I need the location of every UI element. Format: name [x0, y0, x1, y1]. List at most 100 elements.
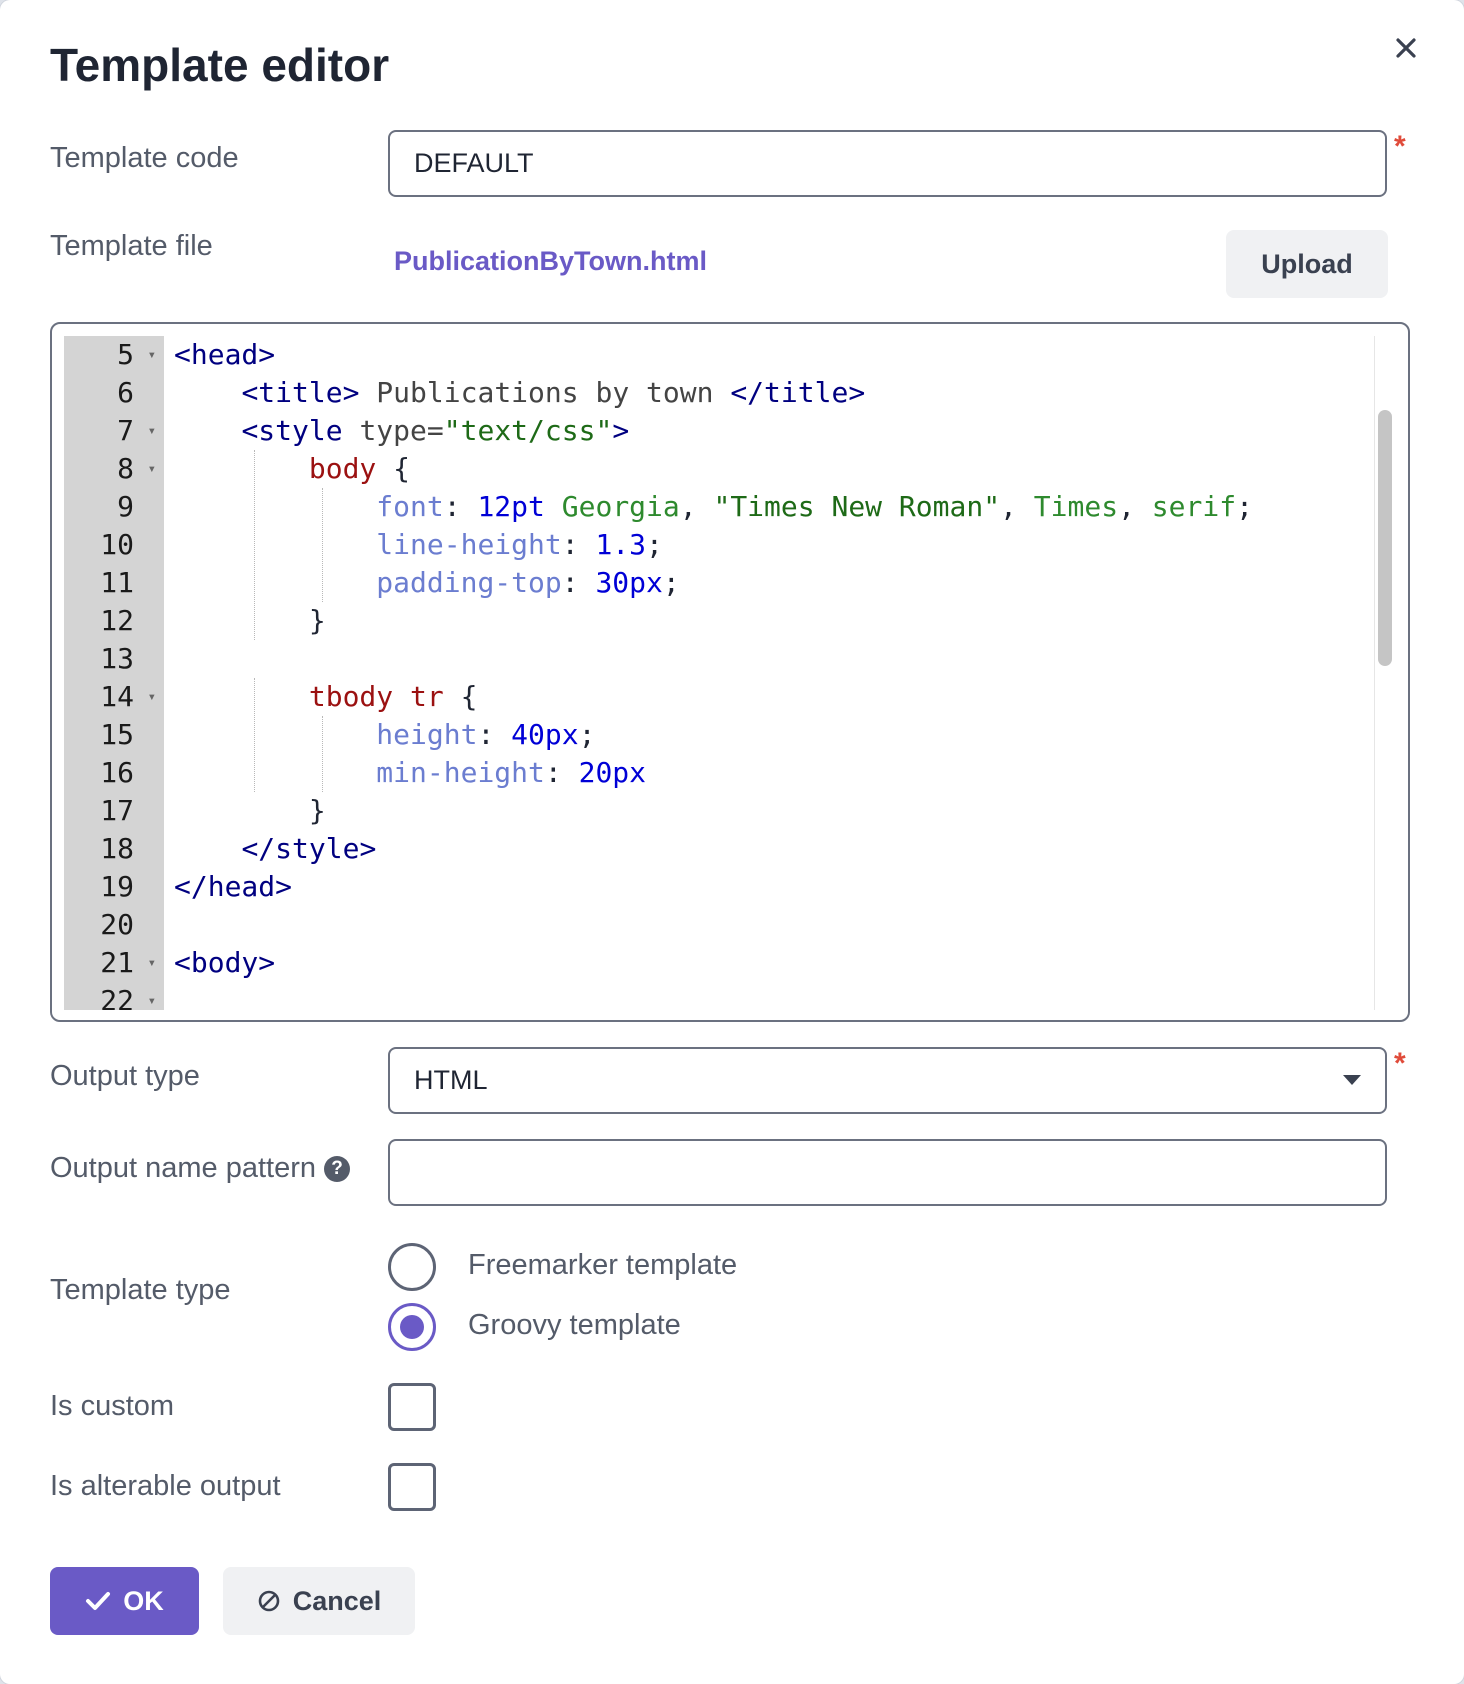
line-number: 5▾ — [64, 336, 164, 374]
required-marker: * — [1394, 1047, 1406, 1080]
code-line — [164, 982, 1408, 1010]
code-line: padding-top: 30px; — [164, 564, 1408, 602]
fold-arrow-icon[interactable]: ▾ — [147, 347, 156, 363]
code-token: 12pt — [477, 490, 545, 523]
line-number: 15 — [100, 718, 134, 751]
code-token: <style — [241, 414, 343, 447]
code-line: <style type="text/css"> — [164, 412, 1408, 450]
line-number: 6 — [117, 376, 134, 409]
code-token: ; — [1236, 490, 1253, 523]
output-name-pattern-text: Output name pattern — [50, 1152, 316, 1184]
fold-arrow-icon[interactable]: ▾ — [147, 993, 156, 1009]
code-token: font — [376, 490, 444, 523]
code-line: </head> — [164, 868, 1408, 906]
code-token: "Times New Roman" — [713, 490, 1001, 523]
editor-code-area[interactable]: <head> <title> Publications by town </ti… — [164, 336, 1408, 1010]
output-type-select[interactable]: HTML — [388, 1047, 1387, 1114]
output-type-label: Output type — [50, 1060, 200, 1092]
template-file-label: Template file — [50, 230, 213, 262]
code-line: min-height: 20px — [164, 754, 1408, 792]
fold-arrow-icon[interactable]: ▾ — [147, 955, 156, 971]
line-number: 18 — [100, 832, 134, 865]
ban-icon — [258, 1590, 280, 1612]
line-number: 16 — [100, 756, 134, 789]
code-token: , — [1118, 490, 1152, 523]
radio-label-groovy[interactable]: Groovy template — [468, 1309, 681, 1341]
upload-button[interactable]: Upload — [1226, 230, 1388, 298]
line-number: 19 — [100, 870, 134, 903]
code-token — [174, 794, 309, 827]
code-token: </title> — [730, 376, 866, 409]
close-button[interactable] — [1384, 26, 1428, 70]
code-line: tbody tr { — [164, 678, 1408, 716]
code-line: } — [164, 602, 1408, 640]
code-line: <title> Publications by town </title> — [164, 374, 1408, 412]
output-name-pattern-input[interactable] — [388, 1139, 1387, 1206]
code-token: <head> — [174, 338, 276, 371]
cancel-button[interactable]: Cancel — [223, 1567, 415, 1635]
fold-arrow-icon[interactable]: ▾ — [147, 689, 156, 705]
code-token: : — [561, 528, 596, 561]
code-token: } — [308, 604, 326, 637]
code-token: : — [544, 756, 579, 789]
line-number: 21▾ — [64, 944, 164, 982]
code-token: , — [679, 490, 714, 523]
code-token: : — [443, 490, 478, 523]
code-token — [174, 376, 241, 409]
indent-guide — [322, 488, 323, 602]
code-line — [164, 640, 1408, 678]
code-token — [174, 490, 376, 523]
indent-guide — [322, 716, 323, 792]
code-token: : — [561, 566, 596, 599]
is-custom-checkbox[interactable] — [388, 1383, 436, 1431]
is-alterable-output-checkbox[interactable] — [388, 1463, 436, 1511]
code-token: 30px — [595, 566, 663, 599]
line-number: 9 — [117, 490, 134, 523]
code-token — [174, 756, 376, 789]
code-token: ; — [578, 718, 596, 751]
code-line: <head> — [164, 336, 1408, 374]
cancel-label: Cancel — [292, 1585, 382, 1616]
code-token — [174, 604, 309, 637]
template-code-label: Template code — [50, 142, 239, 174]
radio-groovy-template[interactable] — [388, 1303, 436, 1351]
code-token: , — [1000, 490, 1034, 523]
code-token: : — [477, 718, 512, 751]
ok-button[interactable]: OK — [50, 1567, 199, 1635]
code-line: body { — [164, 450, 1408, 488]
line-number: 12 — [100, 604, 134, 637]
dialog-title: Template editor — [50, 39, 390, 91]
code-token: </head> — [174, 870, 293, 903]
line-number: 22▾ — [64, 982, 164, 1010]
code-token: > — [612, 414, 630, 447]
code-token: Publications by town — [359, 376, 731, 409]
code-token — [174, 452, 309, 485]
help-circle-icon[interactable]: ? — [324, 1155, 350, 1182]
code-line: height: 40px; — [164, 716, 1408, 754]
code-line: <body> — [164, 944, 1408, 982]
line-number: 11 — [100, 566, 134, 599]
radio-freemarker-template[interactable] — [388, 1243, 436, 1291]
code-token — [393, 680, 410, 713]
line-number: 14▾ — [64, 678, 164, 716]
line-number: 17 — [100, 794, 134, 827]
is-alterable-output-label: Is alterable output — [50, 1470, 281, 1502]
radio-label-freemarker[interactable]: Freemarker template — [468, 1249, 738, 1281]
code-token: } — [308, 794, 326, 827]
code-token: tr — [410, 680, 444, 713]
code-token: <title> — [241, 376, 360, 409]
is-custom-label: Is custom — [50, 1390, 175, 1422]
code-line: font: 12pt Georgia, "Times New Roman", T… — [164, 488, 1408, 526]
editor-scrollbar-track[interactable] — [1374, 336, 1396, 1010]
code-token: ; — [646, 528, 663, 561]
editor-scrollbar-thumb[interactable] — [1378, 410, 1392, 666]
output-name-pattern-label: Output name pattern ? — [50, 1152, 350, 1185]
template-code-input[interactable] — [388, 130, 1387, 197]
fold-arrow-icon[interactable]: ▾ — [147, 423, 156, 439]
template-file-link[interactable]: PublicationByTown.html — [394, 246, 707, 276]
code-token: Times — [1033, 490, 1119, 523]
fold-arrow-icon[interactable]: ▾ — [147, 461, 156, 477]
check-icon — [86, 1592, 111, 1610]
